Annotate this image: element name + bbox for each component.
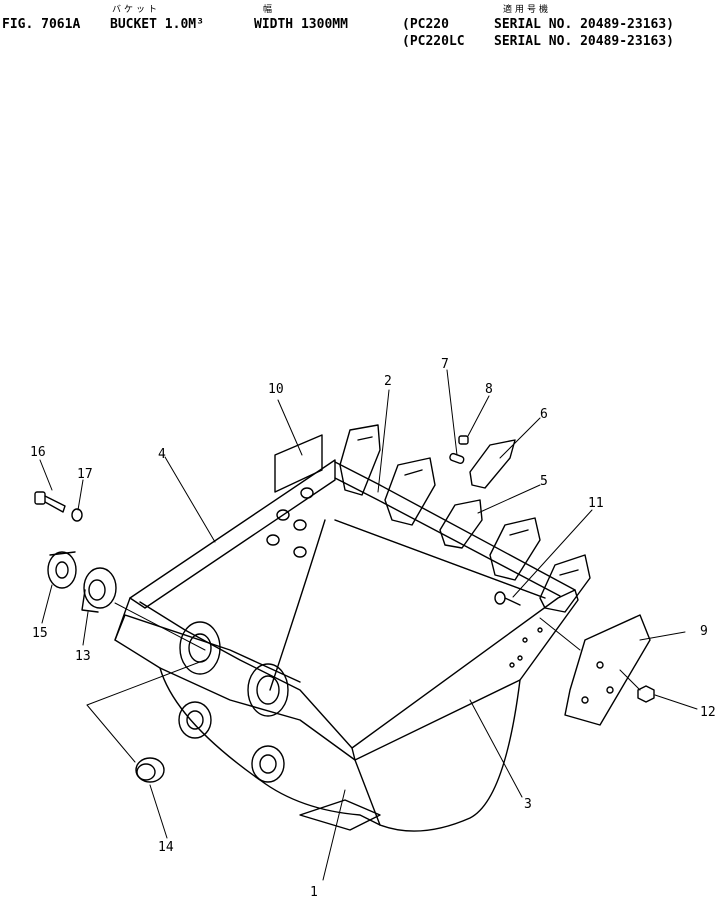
pin-7 <box>449 452 465 465</box>
model-pc220: (PC220 <box>402 17 449 32</box>
callout-9: 9 <box>700 624 708 639</box>
callout-10: 10 <box>268 382 284 397</box>
callout-1: 1 <box>310 885 318 899</box>
right-bolt-holes <box>509 627 543 668</box>
model-pc220lc: (PC220LC <box>402 34 465 49</box>
callout-11: 11 <box>588 496 604 511</box>
lock-8 <box>458 435 469 445</box>
side-plate-10 <box>274 434 323 493</box>
figure-title: BUCKET 1.0M³ <box>110 17 204 32</box>
jp-bucket-label: バケット <box>112 5 161 15</box>
callout-8: 8 <box>485 382 493 397</box>
serial-pc220: SERIAL NO. 20489-23163) <box>494 17 675 32</box>
callout-17: 17 <box>77 467 93 482</box>
serial-pc220lc: SERIAL NO. 20489-23163) <box>494 34 675 49</box>
callout-12: 12 <box>700 705 716 720</box>
callout-13: 13 <box>75 649 91 664</box>
bolt-11 <box>494 591 521 606</box>
bolt-16 <box>34 491 66 513</box>
callout-4: 4 <box>158 447 166 462</box>
tooth-point-6 <box>469 439 516 489</box>
callout-16: 16 <box>30 445 46 460</box>
callout-labels: 1 2 3 4 5 6 7 8 9 10 11 12 13 14 15 16 1… <box>30 357 716 899</box>
callout-14: 14 <box>158 840 174 855</box>
washer-17 <box>71 508 83 522</box>
bushing-13 <box>81 567 117 613</box>
leader-lines <box>39 369 698 881</box>
jp-width-label: 幅 <box>263 5 276 15</box>
plug-14 <box>135 757 165 783</box>
jp-applicable-label: 適用号機 <box>503 5 552 15</box>
callout-5: 5 <box>540 474 548 489</box>
figure-number: FIG. 7061A <box>2 17 81 32</box>
callout-15: 15 <box>32 626 48 641</box>
ring-15 <box>47 551 77 589</box>
left-bolt-holes <box>266 487 314 558</box>
callout-2: 2 <box>384 374 392 389</box>
width-spec: WIDTH 1300MM <box>254 17 348 32</box>
callout-6: 6 <box>540 407 548 422</box>
side-cutter-9 <box>564 614 651 726</box>
bucket-shell <box>114 459 579 832</box>
pin-bosses <box>178 621 289 783</box>
nut-12 <box>637 685 655 703</box>
bucket-teeth <box>339 424 591 613</box>
callout-7: 7 <box>441 357 449 372</box>
callout-3: 3 <box>524 797 532 812</box>
